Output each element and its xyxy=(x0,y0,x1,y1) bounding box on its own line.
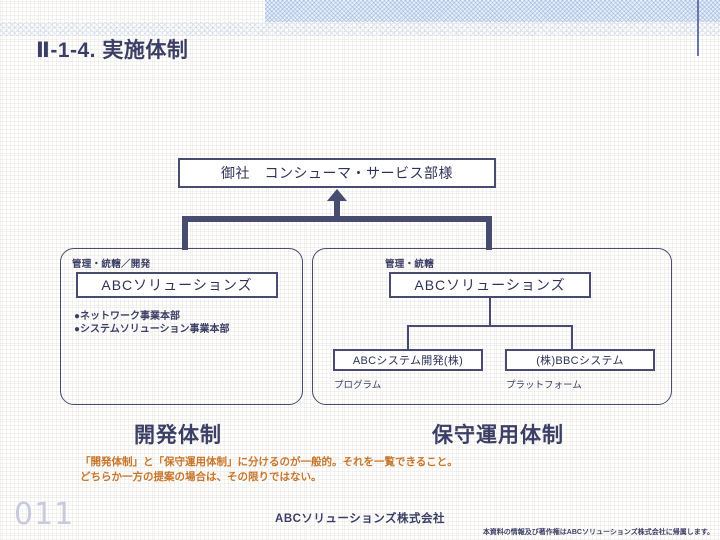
left-bullet-list: ●ネットワーク事業本部 ●システムソリューション事業本部 xyxy=(74,310,230,336)
maintenance-operation-label: 保守運用体制 xyxy=(432,424,564,447)
subtree-right-drop-connector xyxy=(571,325,573,350)
left-section-label: 管理・統轄／開発 xyxy=(72,259,151,270)
bracket-left-connector xyxy=(182,216,188,250)
annotation-line-2: どちらか一方の提案の場合は、その限りではない。 xyxy=(80,471,322,483)
development-system-label: 開発体制 xyxy=(134,424,222,447)
subtree-horizontal-connector xyxy=(407,325,573,327)
top-decorative-band xyxy=(265,0,720,22)
list-item: ●ネットワーク事業本部 xyxy=(74,311,181,322)
footer-company-name: ABCソリューションズ株式会社 xyxy=(275,513,445,525)
left-org-box: ABCソリューションズ xyxy=(76,272,278,298)
bracket-right-connector xyxy=(486,216,492,250)
child-company-box-a: ABCシステム開発(株) xyxy=(333,349,483,371)
right-section-label: 管理・統轄 xyxy=(385,259,435,270)
child-company-box-b: (株)BBCシステム xyxy=(505,349,655,371)
up-arrow-shaft-icon xyxy=(334,200,340,218)
development-group-container xyxy=(60,248,303,405)
page-number: 011 xyxy=(14,497,75,532)
right-org-box: ABCソリューションズ xyxy=(389,272,591,298)
client-department-box: 御社 コンシューマ・サービス部様 xyxy=(178,158,496,188)
list-item: ●システムソリューション事業本部 xyxy=(74,324,230,335)
page-title: Ⅱ-1-4. 実施体制 xyxy=(36,39,189,62)
up-arrow-head-icon xyxy=(327,189,347,201)
footer-copyright: 本資料の情報及び著作権はABCソリューションズ株式会社に帰属します。 xyxy=(482,529,714,536)
annotation-line-1: 「開発体制」と「保守運用体制」に分けるのが一般的。それを一覧できること。 xyxy=(80,456,458,468)
child-company-caption-b: プラットフォーム xyxy=(506,380,582,391)
child-company-caption-a: プログラム xyxy=(334,380,382,391)
maintenance-group-container xyxy=(312,248,672,405)
top-secondary-band xyxy=(0,22,720,36)
bracket-horizontal-connector xyxy=(182,216,492,222)
annotation-note: 「開発体制」と「保守運用体制」に分けるのが一般的。それを一覧できること。 どちら… xyxy=(80,455,458,485)
subtree-stem-connector xyxy=(489,298,491,326)
subtree-left-drop-connector xyxy=(407,325,409,350)
top-right-vertical-rule xyxy=(697,0,699,56)
